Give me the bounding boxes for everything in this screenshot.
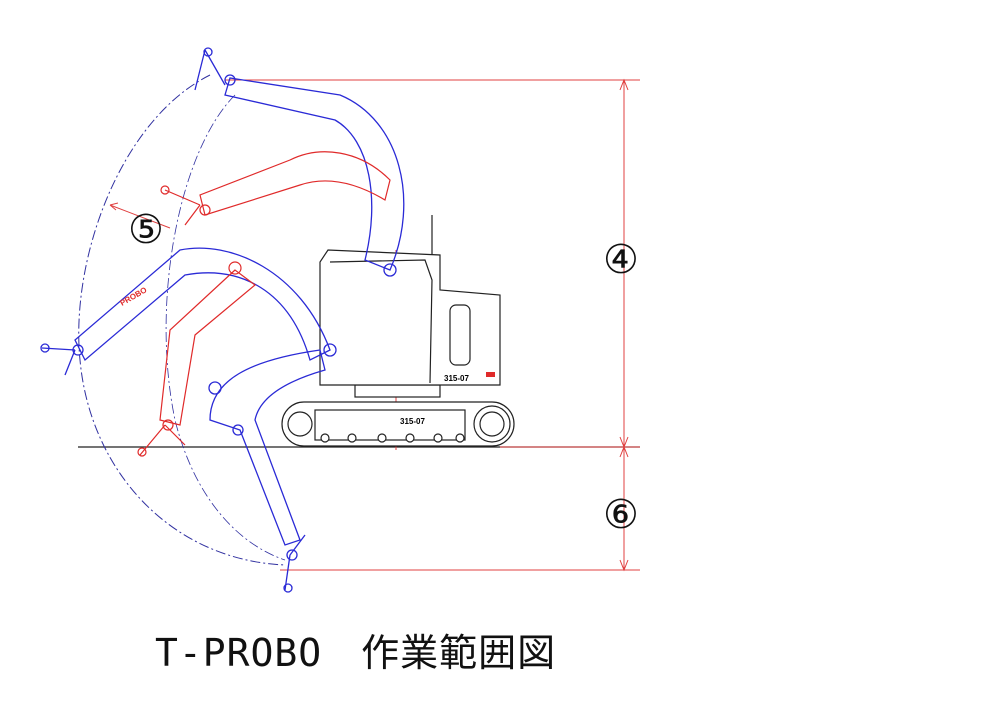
body-model-label: 315-07 (444, 374, 469, 383)
inner-envelope (165, 94, 286, 561)
boom-logo: PROBO (119, 285, 149, 307)
tail-light (486, 372, 495, 377)
boom-red (137, 151, 391, 457)
track-undercarriage (281, 401, 515, 447)
boom-blue (40, 47, 405, 593)
dimension-lines (225, 78, 640, 572)
upper-structure (319, 215, 501, 398)
reach-dimension-label: ⑤ (128, 207, 164, 253)
track-model-label: 315-07 (400, 417, 425, 426)
reach-envelope (78, 74, 286, 566)
page-title: T-PROBO 作業範囲図 (155, 631, 557, 675)
depth-dimension-label: ⑥ (603, 492, 639, 538)
reach-arrow (109, 202, 171, 229)
height-dimension-label: ④ (603, 237, 639, 283)
